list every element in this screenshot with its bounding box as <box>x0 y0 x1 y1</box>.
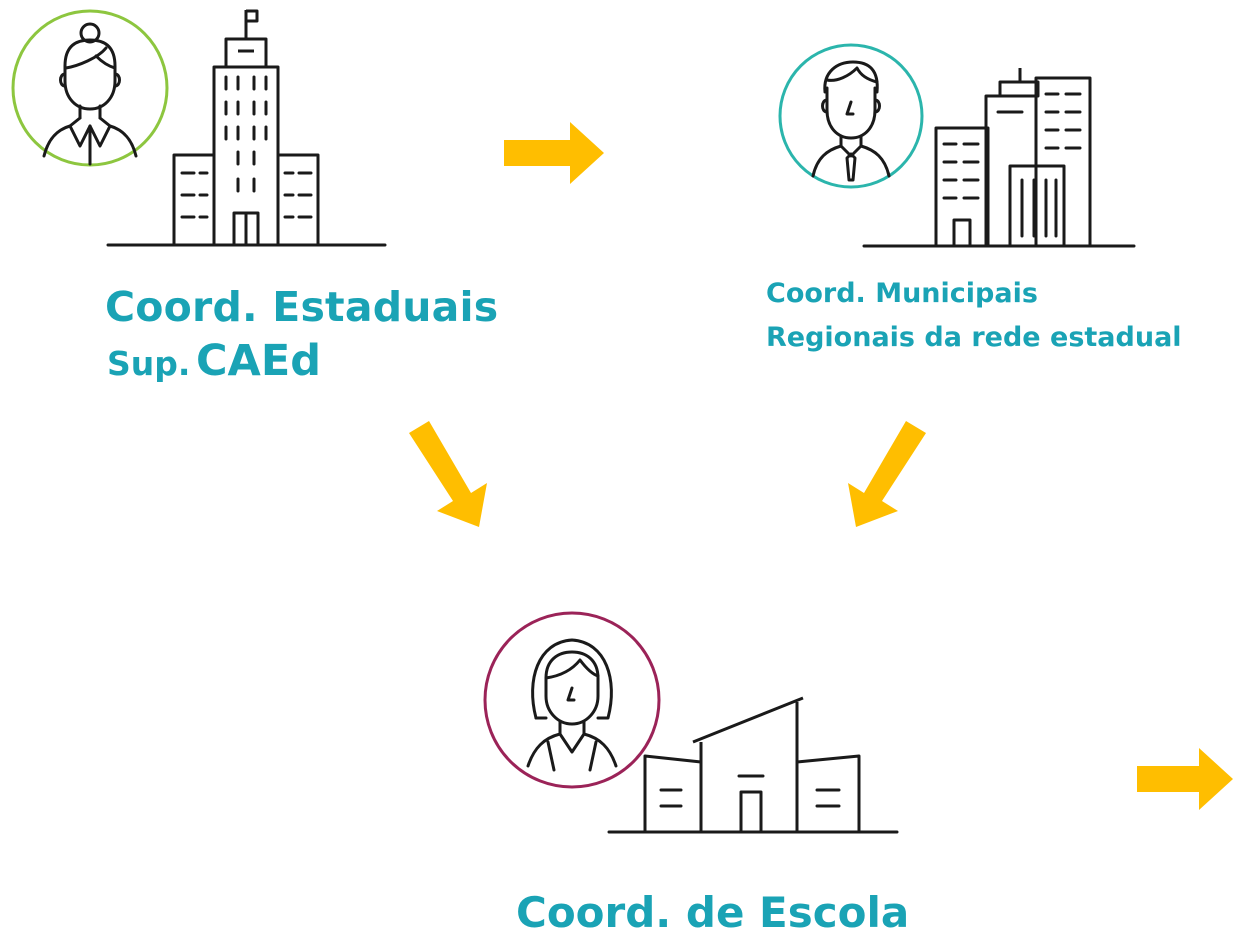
state-label-emph: CAEd <box>196 336 321 386</box>
state-label-line1: Coord. Estaduais <box>105 283 499 331</box>
city-buildings-icon <box>862 68 1136 248</box>
state-label-line2: Sup. CAEd <box>107 340 321 383</box>
state-coordinator-node: Coord. Estaduais Sup. CAEd <box>0 0 520 400</box>
arrow-right-icon <box>504 122 604 184</box>
skyscraper-icon <box>106 9 387 247</box>
woman-bun-avatar-icon <box>11 9 169 167</box>
man-tie-avatar-icon <box>778 43 924 189</box>
arrow-down-right-icon <box>409 421 487 527</box>
school-coordinator-node: Coord. de Escola <box>470 600 950 937</box>
municipal-label-line2: Regionais da rede estadual <box>766 322 1182 353</box>
municipal-label-line1: Coord. Municipais <box>766 278 1038 309</box>
school-building-icon <box>607 696 899 834</box>
school-label: Coord. de Escola <box>516 888 910 937</box>
state-label-prefix: Sup. <box>107 344 191 383</box>
woman-short-hair-avatar-icon <box>483 611 661 789</box>
arrow-down-left-icon <box>848 421 926 527</box>
arrow-right-icon <box>1137 748 1233 810</box>
municipal-coordinator-node: Coord. Municipais Regionais da rede esta… <box>760 40 1230 370</box>
